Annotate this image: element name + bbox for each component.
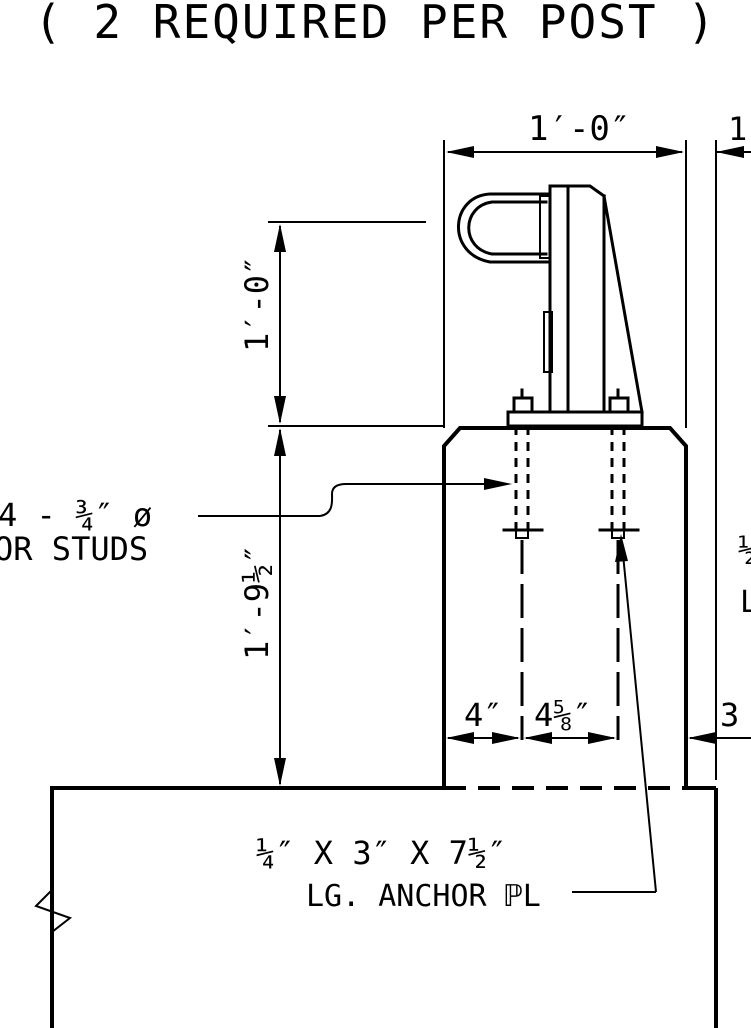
anchor-stud-right [598,388,640,740]
rail-height-dimension: 1′-0″ [238,221,444,427]
header-note: ( 2 REQUIRED PER POST ) [34,0,717,49]
post-width-dimension: 1′-0″ [443,109,687,428]
stud-spacing-label: 4⅝″ [534,696,592,734]
curb-body [442,426,688,788]
anchor-plate-label-2: LG. ANCHOR ℙL [306,879,541,914]
rail-height-label: 1′-0″ [238,256,276,352]
right-offset-label: 3 [720,696,739,734]
curb-height-dimension: 1′-9½″ [238,428,286,786]
anchor-plate-label-1: ¼″ X 3″ X 7½″ [256,834,506,872]
rail-post [506,184,644,428]
rail-element [457,192,552,264]
anchor-stud-left [502,388,544,740]
right-partial-top-label: 1 [728,110,747,148]
curb-height-label: 1′-9½″ [238,544,276,660]
concrete-slab [34,786,718,1028]
anchor-plate-callout: ¼″ X 3″ X 7½″ LG. ANCHOR ℙL [256,534,657,914]
anchor-studs-label-1: 4 - ¾″ ø [0,496,152,534]
anchor-studs-callout: 4 - ¾″ ø OR STUDS [0,478,512,568]
stud-offset-label: 4″ [464,696,503,734]
stud-offset-dimension: 4″ [446,696,520,744]
right-offset-dimension: 3 [688,696,751,744]
post-width-label: 1′-0″ [528,109,630,149]
right-partial-dimension: 1 [715,110,751,780]
anchor-studs-label-2: OR STUDS [0,530,148,568]
right-note-partial-l: L [740,585,751,620]
right-note-partial: ½ [738,533,751,568]
stud-spacing-dimension: 4⅝″ [524,696,616,744]
